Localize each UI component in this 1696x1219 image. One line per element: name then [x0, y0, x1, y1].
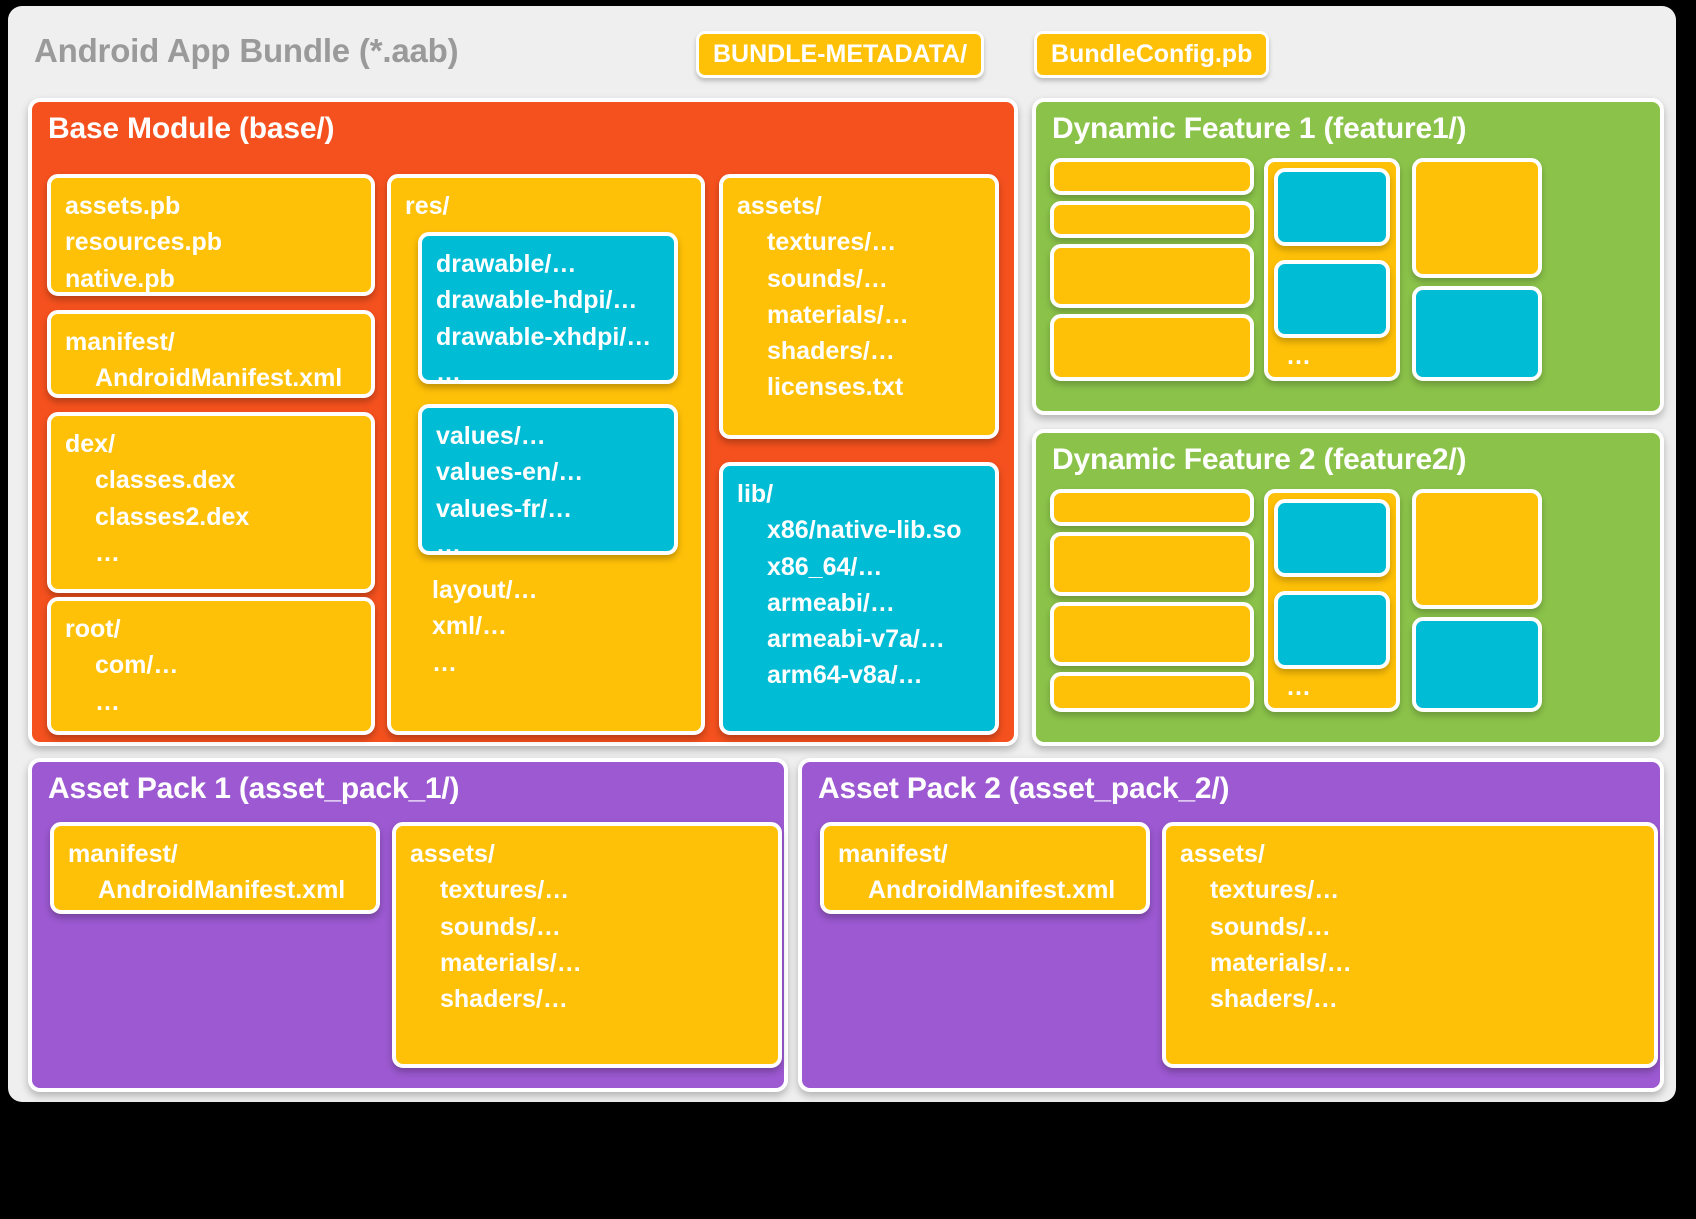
- dex-line: classes2.dex: [95, 502, 250, 531]
- assets-line: shaders/…: [767, 337, 895, 365]
- feature-placeholder-square: [1412, 617, 1542, 712]
- feature-placeholder-bar: [1050, 158, 1254, 195]
- bundle-config-chip: BundleConfig.pb: [1034, 31, 1270, 78]
- assets-line: assets/: [737, 192, 822, 220]
- feature-placeholder-square: [1274, 591, 1390, 669]
- assets-line: licenses.txt: [767, 373, 904, 402]
- dex-ellipsis: …: [95, 538, 121, 567]
- bundle-title: Android App Bundle (*.aab): [34, 32, 459, 69]
- feature-placeholder-bar: [1050, 532, 1254, 596]
- dynamic-feature-1-title: Dynamic Feature 1 (feature1/): [1052, 112, 1467, 145]
- bundle-header: Android App Bundle (*.aab) BUNDLE-METADA…: [8, 6, 1676, 100]
- assets-line: sounds/…: [767, 264, 888, 293]
- lib-line: arm64-v8a/…: [767, 661, 923, 690]
- app-bundle-container: Android App Bundle (*.aab) BUNDLE-METADA…: [8, 6, 1676, 1102]
- drawable-ellipsis: …: [436, 358, 462, 384]
- feature-placeholder-bar: [1050, 672, 1254, 712]
- manifest-line: manifest/: [65, 328, 175, 356]
- feature-placeholder-square: [1274, 499, 1390, 577]
- lib-line: armeabi-v7a/…: [767, 625, 945, 653]
- values-line: values-fr/…: [436, 494, 573, 523]
- res-trailing-line: xml/…: [432, 612, 508, 641]
- root-line: com/…: [95, 651, 179, 680]
- assets-line: textures/…: [1210, 876, 1340, 905]
- drawable-line: drawable/…: [436, 250, 577, 278]
- feature-ellipsis: …: [1286, 673, 1312, 701]
- assets-line: assets/: [410, 840, 495, 868]
- values-ellipsis: …: [436, 530, 462, 555]
- feature-placeholder-bar: [1412, 489, 1542, 609]
- feature-placeholder-bar: [1050, 201, 1254, 238]
- base-res-box: res/ drawable/… drawable-hdpi/… drawable…: [387, 174, 705, 735]
- base-root-box: root/ com/… …: [47, 597, 375, 735]
- dynamic-feature-2-title: Dynamic Feature 2 (feature2/): [1052, 443, 1467, 476]
- assets-line: assets/: [1180, 840, 1265, 868]
- assets-line: shaders/…: [1210, 985, 1338, 1013]
- dynamic-feature-2-section: Dynamic Feature 2 (feature2/) …: [1032, 429, 1664, 746]
- base-assets-box: assets/ textures/… sounds/… materials/… …: [719, 174, 999, 439]
- res-trailing-line: layout/…: [432, 576, 538, 604]
- assets-line: textures/…: [440, 876, 570, 905]
- assets-line: materials/…: [440, 948, 582, 977]
- feature-ellipsis: …: [1286, 342, 1312, 370]
- base-manifest-box: manifest/ AndroidManifest.xml: [47, 310, 375, 398]
- asset-pack-1-title: Asset Pack 1 (asset_pack_1/): [48, 772, 460, 805]
- base-module-title: Base Module (base/): [48, 112, 335, 145]
- dex-line: classes.dex: [95, 466, 236, 495]
- manifest-line: AndroidManifest.xml: [98, 876, 346, 905]
- base-module-section: Base Module (base/) assets.pb resources.…: [28, 98, 1018, 746]
- base-lib-box: lib/ x86/native-lib.so x86_64/… armeabi/…: [719, 462, 999, 735]
- values-line: values-en/…: [436, 458, 584, 487]
- dex-line: dex/: [65, 430, 116, 458]
- root-line: root/: [65, 615, 121, 643]
- feature-placeholder-bar: [1050, 244, 1254, 308]
- assets-line: textures/…: [767, 228, 897, 257]
- lib-line: lib/: [737, 480, 774, 508]
- res-values-group: values/… values-en/… values-fr/… …: [418, 404, 678, 555]
- asset-pack-manifest-box: manifest/ AndroidManifest.xml: [820, 822, 1150, 914]
- assets-line: sounds/…: [440, 912, 561, 941]
- feature-placeholder-bar: [1050, 489, 1254, 526]
- manifest-line: AndroidManifest.xml: [868, 876, 1116, 905]
- asset-pack-2-section: Asset Pack 2 (asset_pack_2/) manifest/ A…: [798, 758, 1664, 1092]
- proto-line: resources.pb: [65, 228, 223, 257]
- feature-placeholder-square: [1274, 260, 1390, 338]
- drawable-line: drawable-hdpi/…: [436, 286, 638, 315]
- asset-pack-1-section: Asset Pack 1 (asset_pack_1/) manifest/ A…: [28, 758, 788, 1092]
- asset-pack-assets-box: assets/ textures/… sounds/… materials/… …: [392, 822, 782, 1068]
- res-trailing-lines: layout/… xml/… …: [432, 572, 538, 681]
- res-trailing-ellipsis: …: [432, 648, 458, 677]
- bundle-metadata-chip: BUNDLE-METADATA/: [696, 31, 985, 78]
- assets-line: sounds/…: [1210, 912, 1331, 941]
- feature-placeholder-square: [1412, 286, 1542, 381]
- proto-line: assets.pb: [65, 192, 181, 220]
- values-line: values/…: [436, 422, 546, 450]
- manifest-line: AndroidManifest.xml: [95, 364, 343, 393]
- assets-line: materials/…: [767, 300, 909, 329]
- feature-placeholder-square: [1274, 168, 1390, 246]
- manifest-line: manifest/: [68, 840, 178, 868]
- feature-placeholder-bar: [1412, 158, 1542, 278]
- feature-placeholder-bar: [1050, 602, 1254, 666]
- base-proto-box: assets.pb resources.pb native.pb: [47, 174, 375, 296]
- assets-line: shaders/…: [440, 985, 568, 1013]
- lib-line: x86_64/…: [767, 552, 883, 581]
- assets-line: materials/…: [1210, 948, 1352, 977]
- asset-pack-manifest-box: manifest/ AndroidManifest.xml: [50, 822, 380, 914]
- asset-pack-assets-box: assets/ textures/… sounds/… materials/… …: [1162, 822, 1658, 1068]
- feature-placeholder-bar: [1050, 314, 1254, 381]
- lib-line: x86/native-lib.so: [767, 516, 962, 545]
- res-drawable-group: drawable/… drawable-hdpi/… drawable-xhdp…: [418, 232, 678, 384]
- proto-line: native.pb: [65, 264, 175, 293]
- res-label: res/: [405, 192, 450, 220]
- asset-pack-2-title: Asset Pack 2 (asset_pack_2/): [818, 772, 1230, 805]
- drawable-line: drawable-xhdpi/…: [436, 322, 652, 351]
- lib-line: armeabi/…: [767, 588, 895, 617]
- root-ellipsis: …: [95, 687, 121, 716]
- base-dex-box: dex/ classes.dex classes2.dex …: [47, 412, 375, 593]
- manifest-line: manifest/: [838, 840, 948, 868]
- dynamic-feature-1-section: Dynamic Feature 1 (feature1/) …: [1032, 98, 1664, 415]
